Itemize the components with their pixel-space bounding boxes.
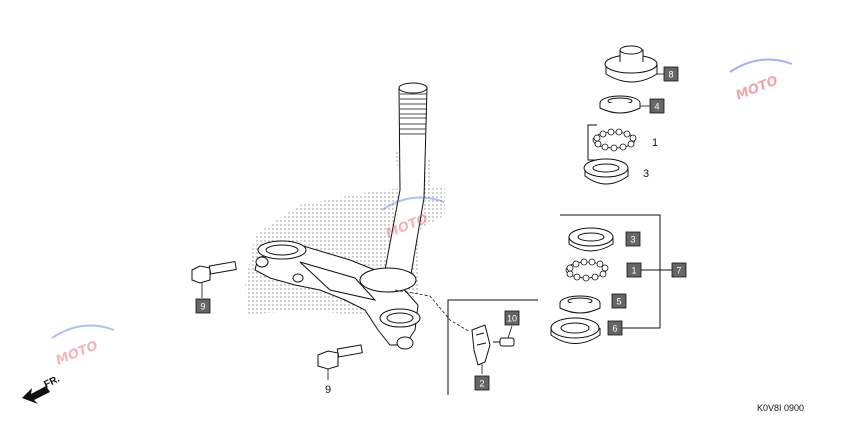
callout-c10: 10: [504, 310, 520, 326]
callout-c9a: 9: [195, 298, 211, 314]
callout-c3a: 3: [643, 168, 649, 180]
watermark-text: MOTO: [734, 73, 780, 103]
diagram-code: K0V8I 0900: [757, 403, 804, 413]
callout-box: [649, 98, 665, 114]
watermark-text: MOTO: [54, 338, 100, 368]
watermark-logo: MOTO: [729, 58, 793, 104]
bracket-upper: [587, 124, 597, 161]
callout-number: 1: [631, 266, 636, 276]
ball-bearing-1-lower: [565, 258, 609, 282]
callout-c2: 2: [474, 375, 490, 391]
callout-c4: 4: [649, 98, 665, 114]
hose-clip: [471, 324, 491, 366]
callout-labels: 8 4 1 3 3 1 7 5 6 10 2 9 9: [195, 66, 687, 396]
callout-number: 3: [643, 168, 649, 180]
direction-label: FR.: [42, 373, 62, 390]
callout-box: [504, 310, 520, 326]
callout-c5: 5: [611, 293, 627, 309]
bolt-10: [493, 337, 515, 347]
callout-number: 8: [668, 70, 673, 80]
callout-number: 5: [616, 297, 621, 307]
callout-number: 6: [612, 324, 617, 334]
leader-dashed: [394, 289, 471, 333]
callout-box: [607, 320, 623, 336]
bottom-bridge: [254, 240, 421, 350]
callout-number: 7: [676, 266, 681, 276]
dust-seal-5: [559, 295, 601, 314]
bolt-9-lower: [317, 344, 363, 370]
callout-number: 4: [654, 102, 659, 112]
callout-c1a: 1: [652, 137, 658, 149]
callout-number: 2: [479, 379, 484, 389]
callout-c1b: 1: [626, 262, 642, 278]
callout-box: [611, 293, 627, 309]
callout-box: [663, 66, 679, 82]
callout-number: 3: [630, 235, 635, 245]
watermark-logo: MOTO: [51, 324, 115, 369]
dust-seal-4: [599, 95, 641, 114]
inset-frame: [447, 299, 538, 395]
race-3-upper: [583, 158, 629, 185]
callout-c8: 8: [663, 66, 679, 82]
callout-box: [474, 375, 490, 391]
callout-number: 9: [200, 302, 205, 312]
callout-c9b: 9: [325, 384, 331, 396]
callout-number: 10: [507, 314, 517, 324]
ball-bearing-1-upper: [592, 128, 637, 152]
top-nut-8: [604, 45, 658, 83]
callout-c7: 7: [671, 262, 687, 278]
callout-box: [195, 298, 211, 314]
callout-box: [626, 262, 642, 278]
callout-c6: 6: [607, 320, 623, 336]
race-6: [550, 317, 601, 344]
bolt-9-upper: [191, 260, 237, 284]
callout-box: [625, 231, 641, 247]
front-direction-arrow: FR.: [22, 373, 62, 404]
callout-box: [671, 262, 687, 278]
callout-number: 9: [325, 384, 331, 396]
steering-stem: [384, 82, 428, 281]
callout-c3b: 3: [625, 231, 641, 247]
callout-number: 1: [652, 137, 658, 149]
bracket-group-7: [560, 214, 672, 329]
race-3-lower: [568, 227, 614, 252]
